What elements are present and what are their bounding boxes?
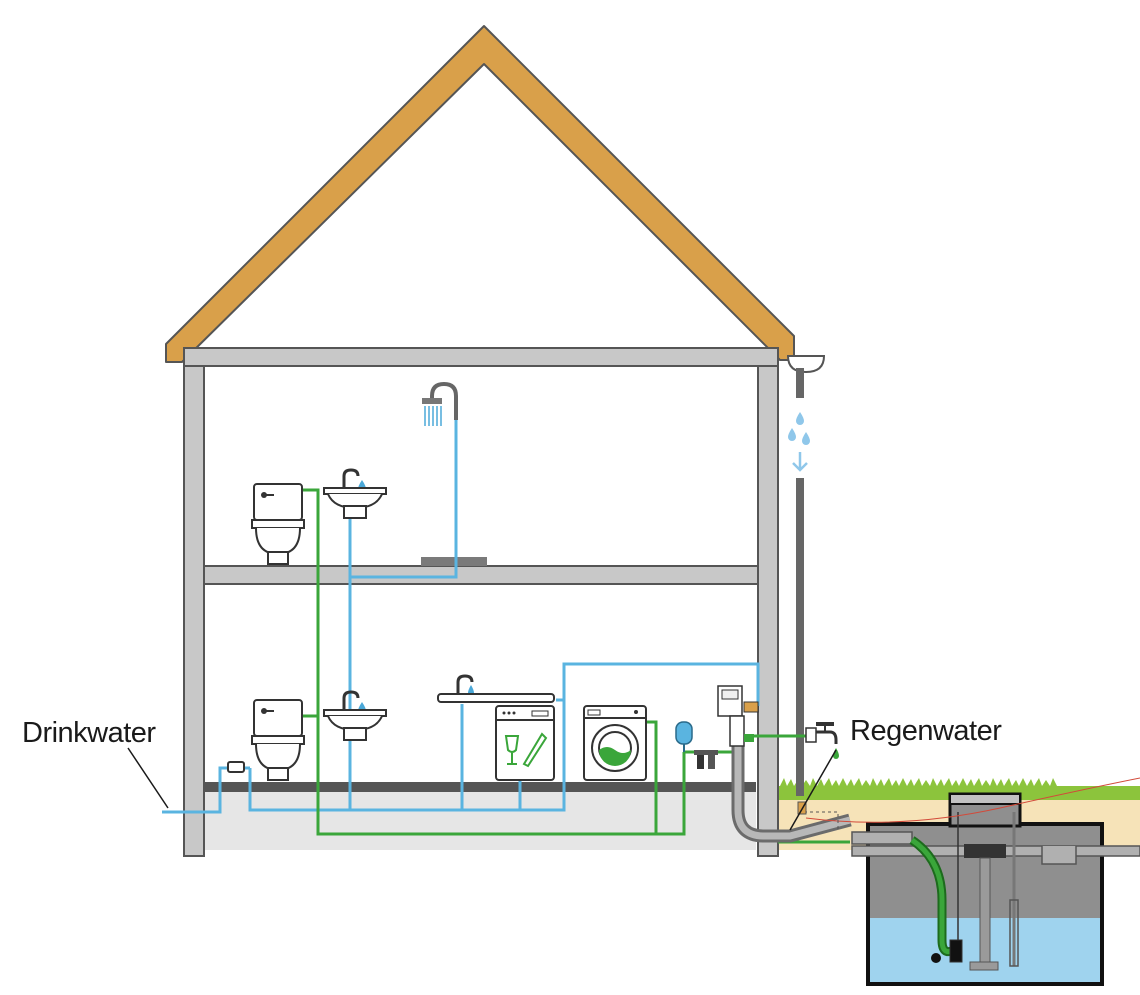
right-wall — [757, 365, 779, 857]
dishwasher-icon — [495, 705, 555, 781]
pump-float — [931, 953, 941, 963]
shower-tray — [421, 557, 487, 566]
rainwater-tank-icon — [804, 777, 1140, 986]
left-wall — [183, 365, 205, 857]
foundation-slab — [204, 790, 756, 850]
downpipe — [786, 355, 826, 796]
house-structure — [183, 347, 779, 857]
drinkwater-pipes — [162, 404, 760, 814]
regenwater-label: Regenwater — [850, 715, 1002, 747]
downpipe-lower — [796, 478, 804, 796]
ground-floor-line — [204, 782, 756, 792]
regenwater-main — [300, 488, 686, 836]
drinkwater-label-group: Drinkwater — [22, 717, 169, 809]
tank-filter — [964, 844, 1006, 858]
overflow-siphon — [1041, 846, 1077, 865]
toilet-icon — [251, 483, 305, 565]
water-filter-icon — [694, 750, 718, 769]
washing-machine-icon — [583, 705, 647, 781]
rain-gutter-icon — [786, 355, 826, 374]
tank-green-hose-highlight — [910, 837, 956, 955]
expansion-vessel-icon — [675, 721, 693, 752]
flow-down-arrow-icon — [792, 452, 808, 472]
calmed-inlet-foot — [969, 961, 999, 971]
downpipe-upper — [796, 368, 804, 398]
drinkwater-leader — [127, 747, 169, 809]
washbasin-icon — [323, 468, 387, 519]
drinkwater-ground-feed — [248, 662, 760, 812]
level-sensor-float — [1009, 899, 1019, 967]
raindrop-icon — [788, 412, 810, 445]
washbasin-icon — [323, 690, 387, 741]
drinkwater-label: Drinkwater — [22, 717, 156, 749]
grass-blades — [780, 778, 1057, 786]
suction-hose — [731, 746, 852, 843]
outdoor-tap-icon — [805, 722, 839, 759]
regenwater-leader — [789, 749, 837, 831]
tank-dome-lid — [949, 793, 1021, 805]
toilet-icon — [251, 699, 305, 781]
regenwater-washing-machine — [646, 720, 658, 834]
shower-head-icon — [422, 381, 458, 426]
submersible-pump-icon — [949, 939, 963, 963]
shower-feed — [350, 404, 458, 579]
kitchen-sink-icon — [437, 674, 555, 703]
top-ceiling-beam — [183, 347, 779, 367]
sensor-cable — [805, 777, 1140, 823]
pump-control-unit-icon — [717, 685, 759, 747]
upper-floor-slab — [183, 565, 779, 585]
roof-frame — [165, 25, 795, 363]
suction-hose-inner — [734, 746, 851, 840]
water-meter-icon — [227, 761, 245, 773]
regenwater-label-group: Regenwater — [789, 715, 1003, 831]
calmed-inlet — [979, 857, 991, 965]
roof — [165, 25, 795, 363]
tank-inlet-pipe — [851, 831, 913, 845]
